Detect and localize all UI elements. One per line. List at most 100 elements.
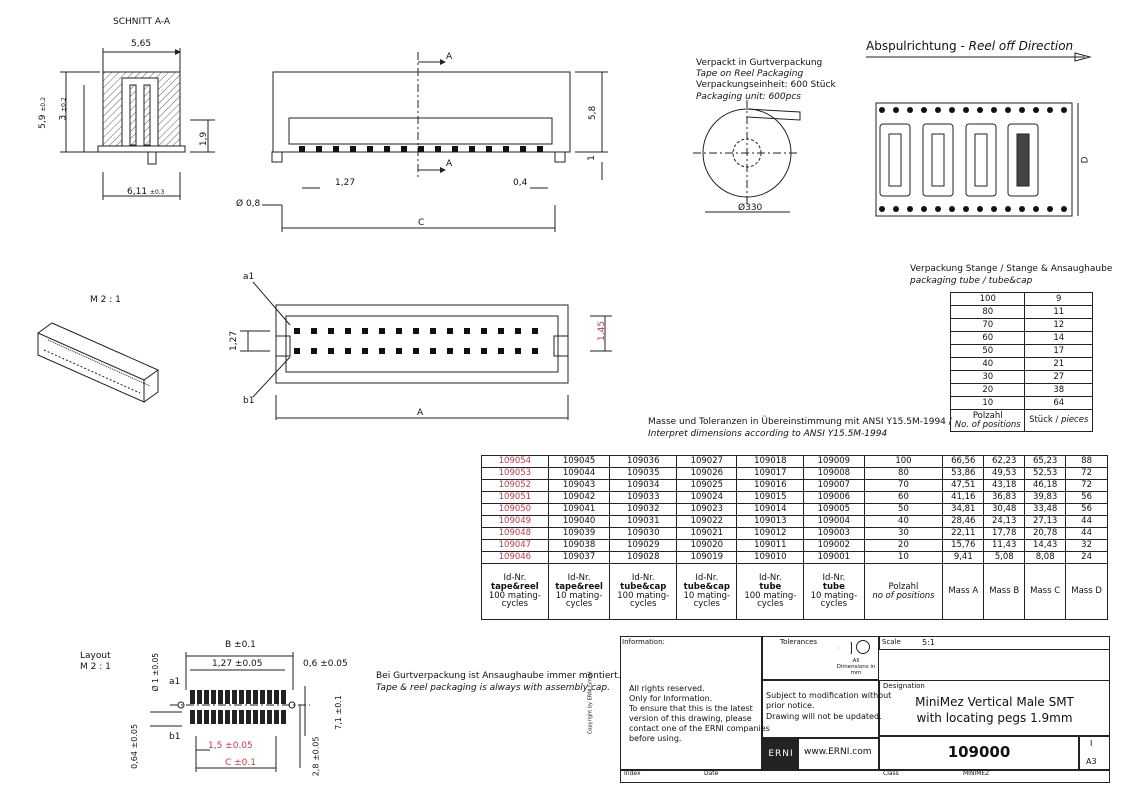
dim-5-8: 5,8 [588,105,599,121]
dim-d: D [1080,156,1091,164]
part-cell: 20,78 [1024,527,1067,540]
scale-cell [879,636,1110,650]
part-cell: 88 [1065,455,1108,468]
ansi-en: Interpret dimensions according to ANSI Y… [648,429,888,439]
part-cell: 27,13 [1024,515,1067,528]
scale-label: Scale [882,638,901,646]
dim-1-27: 1,27 [335,178,356,188]
dim-1-9: 1,9 [199,131,210,147]
part-cell: 62,23 [983,455,1026,468]
tube-cell-pieces: 12 [1024,318,1093,332]
b1-label: b1 [243,396,255,406]
part-cell: 32 [1065,539,1108,552]
part-cell: 5,08 [983,551,1026,564]
part-cell: 109040 [547,515,611,528]
dim-1: 1 [586,155,597,161]
part-cell: 109049 [481,515,549,528]
part-cell: 80 [863,467,944,480]
info-cell [620,636,762,770]
tolerances-label: Tolerances [780,638,818,646]
part-cell: 109034 [609,479,678,492]
web-link[interactable]: www.ERNI.com [804,747,872,757]
part-cell: 24 [1065,551,1108,564]
tube-subtitle: packaging tube / tube&cap [910,276,1033,286]
part-cell: 109043 [547,479,611,492]
dim-6-11: 6,11 ±0.3 [127,187,165,197]
layout-scale: M 2 : 1 [80,662,111,672]
part-cell: 109004 [803,515,865,528]
part-cell: 109011 [736,539,805,552]
part-cell: 65,23 [1024,455,1067,468]
part-cell: 109053 [481,467,549,480]
reel-unit-en: Packaging unit: 600pcs [696,92,801,102]
layout-title: Layout [80,651,111,661]
part-header: Mass C [1024,563,1067,620]
class-label: Class [883,770,899,777]
dim-0-64: 0,64 ±0.05 [130,723,140,769]
note-de: Bei Gurtverpackung ist Ansaughaube immer… [376,671,621,681]
tube-cell-positions: 50 [949,344,1026,358]
tube-cell-positions: 60 [949,331,1026,345]
rights-text: All rights reserved.Only for Information… [629,684,770,743]
ansi-de: Masse und Toleranzen in Übereinstimmung … [648,417,952,427]
dim-c-layout: C ±0.1 [225,758,256,768]
reel-packaging-en: Tape on Reel Packaging [696,69,804,79]
part-cell: 109027 [676,455,738,468]
part-cell: 36,83 [983,491,1026,504]
tube-cell-pieces: 9 [1024,292,1093,306]
part-cell: 11,43 [983,539,1026,552]
part-cell: 109032 [609,503,678,516]
part-cell: 10 [863,551,944,564]
top-view [240,281,612,420]
part-cell: 22,11 [942,527,985,540]
layout-a1: a1 [169,677,181,687]
designation-label: Designation [883,682,925,690]
dim-0-6: 0,6 ±0.05 [303,659,348,669]
dim-3: 3 ±0.2 [58,97,69,121]
dim-5-65: 5,65 [131,39,152,49]
part-cell: 109001 [803,551,865,564]
part-cell: 109038 [547,539,611,552]
part-cell: 109019 [676,551,738,564]
part-cell: 109005 [803,503,865,516]
format-label: A3 [1086,757,1097,766]
part-cell: 109016 [736,479,805,492]
pcb-pads [190,690,286,724]
reel-packaging-de: Verpackt in Gurtverpackung [696,58,823,68]
all-dimensions-label: All Dimensions in mm [836,658,876,677]
tube-cell-positions: 70 [949,318,1026,332]
part-header: Mass B [983,563,1026,620]
part-cell: 109037 [547,551,611,564]
top-view-contacts [294,328,538,354]
dim-1-5: 1,5 ±0.05 [208,741,253,751]
part-cell: 109002 [803,539,865,552]
part-cell: 70 [863,479,944,492]
part-cell: 60 [863,491,944,504]
tube-title: Verpackung Stange / Stange & Ansaughaube [910,264,1113,274]
part-cell: 41,16 [942,491,985,504]
a1-label: a1 [243,272,255,282]
modification-cell [762,680,879,738]
part-cell: 53,86 [942,467,985,480]
sheet-cell [1079,736,1110,770]
layout-b1: b1 [169,732,181,742]
part-cell: 109033 [609,491,678,504]
isometric-view [36,322,160,403]
